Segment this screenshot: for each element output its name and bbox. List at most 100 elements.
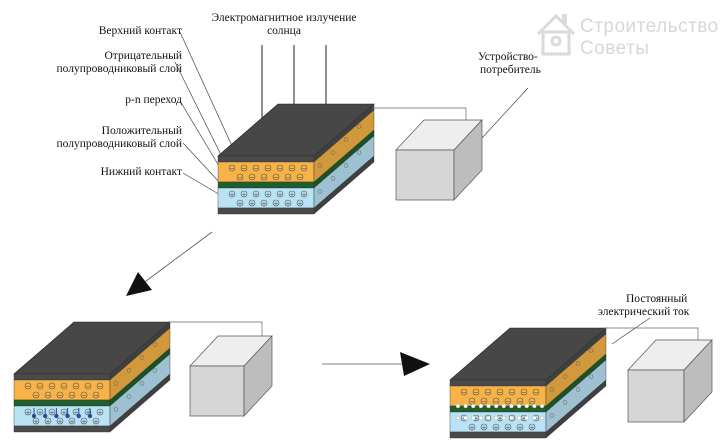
charge-sign: + xyxy=(529,424,534,431)
charge-circle xyxy=(60,408,68,416)
carrier-dot xyxy=(87,413,93,419)
side-charge xyxy=(139,355,145,360)
current-dot xyxy=(532,415,537,421)
electron-mark: − xyxy=(520,388,528,396)
charge-circle xyxy=(276,164,284,172)
electron-mark: − xyxy=(532,388,540,396)
charge-circle xyxy=(36,382,44,390)
charge-circle xyxy=(72,382,80,390)
house-logo-icon xyxy=(536,13,576,56)
charge-circle xyxy=(96,408,104,416)
side-charge xyxy=(126,368,132,373)
charge-sign: − xyxy=(273,174,278,181)
charge-circle xyxy=(48,382,56,390)
current-dot xyxy=(516,415,522,421)
junction-layer-front xyxy=(13,399,111,407)
charge-circle xyxy=(492,423,500,431)
charge-sign: + xyxy=(481,424,486,431)
watermark-line-2: Советы xyxy=(580,38,650,59)
hole-mark: + xyxy=(528,423,536,431)
charge-sign: − xyxy=(237,174,242,181)
charge-sign: − xyxy=(69,392,74,399)
side-charge xyxy=(152,368,158,373)
charge-circle xyxy=(240,190,248,198)
charge-sign: − xyxy=(297,174,302,181)
hole-mark: + xyxy=(276,190,284,198)
charge-sign: − xyxy=(73,383,78,390)
hole-mark: + xyxy=(260,199,268,207)
charge-circle xyxy=(468,423,476,431)
charge-sign: − xyxy=(473,389,478,396)
charge-circle xyxy=(528,397,536,405)
hole-mark: + xyxy=(252,190,260,198)
hole-mark: + xyxy=(96,408,104,416)
label-radiation-1: Электромагнитное излучение xyxy=(211,12,357,24)
charge-sign: + xyxy=(253,191,258,198)
electron-mark: − xyxy=(68,391,76,399)
charge-sign: − xyxy=(289,165,294,172)
bottom-contact-layer-side xyxy=(545,379,607,439)
charge-sign: + xyxy=(301,191,306,198)
charge-sign: − xyxy=(485,389,490,396)
charge-circle xyxy=(80,391,88,399)
current-dot xyxy=(471,403,476,409)
top-contact-layer-front xyxy=(217,155,315,163)
charge-circle xyxy=(480,423,488,431)
junction-layer-front xyxy=(217,181,315,189)
solar-cell-top: −−−−−−−−−−−−−+++++++++++++ xyxy=(217,103,375,215)
side-charge xyxy=(113,381,119,386)
charge-circle xyxy=(96,382,104,390)
charge-circle xyxy=(68,417,76,425)
device-front xyxy=(189,365,245,417)
top-contact-layer-front xyxy=(13,373,111,381)
electron-mark: − xyxy=(504,397,512,405)
label-negative-layer-2: полупроводниковый слой xyxy=(56,63,182,75)
charge-sign: + xyxy=(473,415,478,422)
current-dot xyxy=(471,415,476,421)
charge-sign: + xyxy=(81,418,86,425)
charge-sign: + xyxy=(85,409,90,416)
charge-circle xyxy=(32,391,40,399)
current-dot xyxy=(509,403,514,409)
charge-circle xyxy=(92,391,100,399)
current-dot xyxy=(516,403,522,409)
current-dot xyxy=(486,415,491,421)
label-positive-layer-2: полупроводниковый слой xyxy=(56,138,182,150)
carrier-dot xyxy=(76,413,82,419)
charge-sign: + xyxy=(297,200,302,207)
hole-mark: + xyxy=(36,408,44,416)
solar-cell-bottom-left: −−−−−−−−−−−−−+++++++++++++ xyxy=(13,321,171,433)
charge-circle xyxy=(516,423,524,431)
current-dot xyxy=(493,415,499,421)
side-charge xyxy=(562,400,568,405)
device-side xyxy=(453,119,483,201)
current-dot xyxy=(455,415,461,421)
charge-sign: + xyxy=(69,418,74,425)
charge-circle xyxy=(272,199,280,207)
charge-circle xyxy=(532,388,540,396)
charge-circle xyxy=(248,199,256,207)
label-positive-layer-1: Положительный xyxy=(101,125,182,137)
hole-mark: + xyxy=(468,423,476,431)
charge-sign: + xyxy=(237,200,242,207)
hole-mark: + xyxy=(60,408,68,416)
charge-circle xyxy=(496,388,504,396)
electron-mark: − xyxy=(56,391,64,399)
side-charge xyxy=(139,381,145,386)
charge-sign: + xyxy=(285,200,290,207)
electron-mark: − xyxy=(84,382,92,390)
electron-mark: − xyxy=(228,164,236,172)
electron-mark: − xyxy=(248,173,256,181)
electron-mark: − xyxy=(44,391,52,399)
charge-sign: − xyxy=(25,383,30,390)
device-wire xyxy=(604,327,699,340)
carrier-dot xyxy=(54,413,59,419)
hole-mark: + xyxy=(236,199,244,207)
charge-sign: + xyxy=(97,409,102,416)
charge-sign: + xyxy=(273,200,278,207)
charge-circle xyxy=(252,164,260,172)
charge-sign: − xyxy=(529,398,534,405)
current-dot xyxy=(478,403,484,409)
charge-sign: + xyxy=(57,418,62,425)
